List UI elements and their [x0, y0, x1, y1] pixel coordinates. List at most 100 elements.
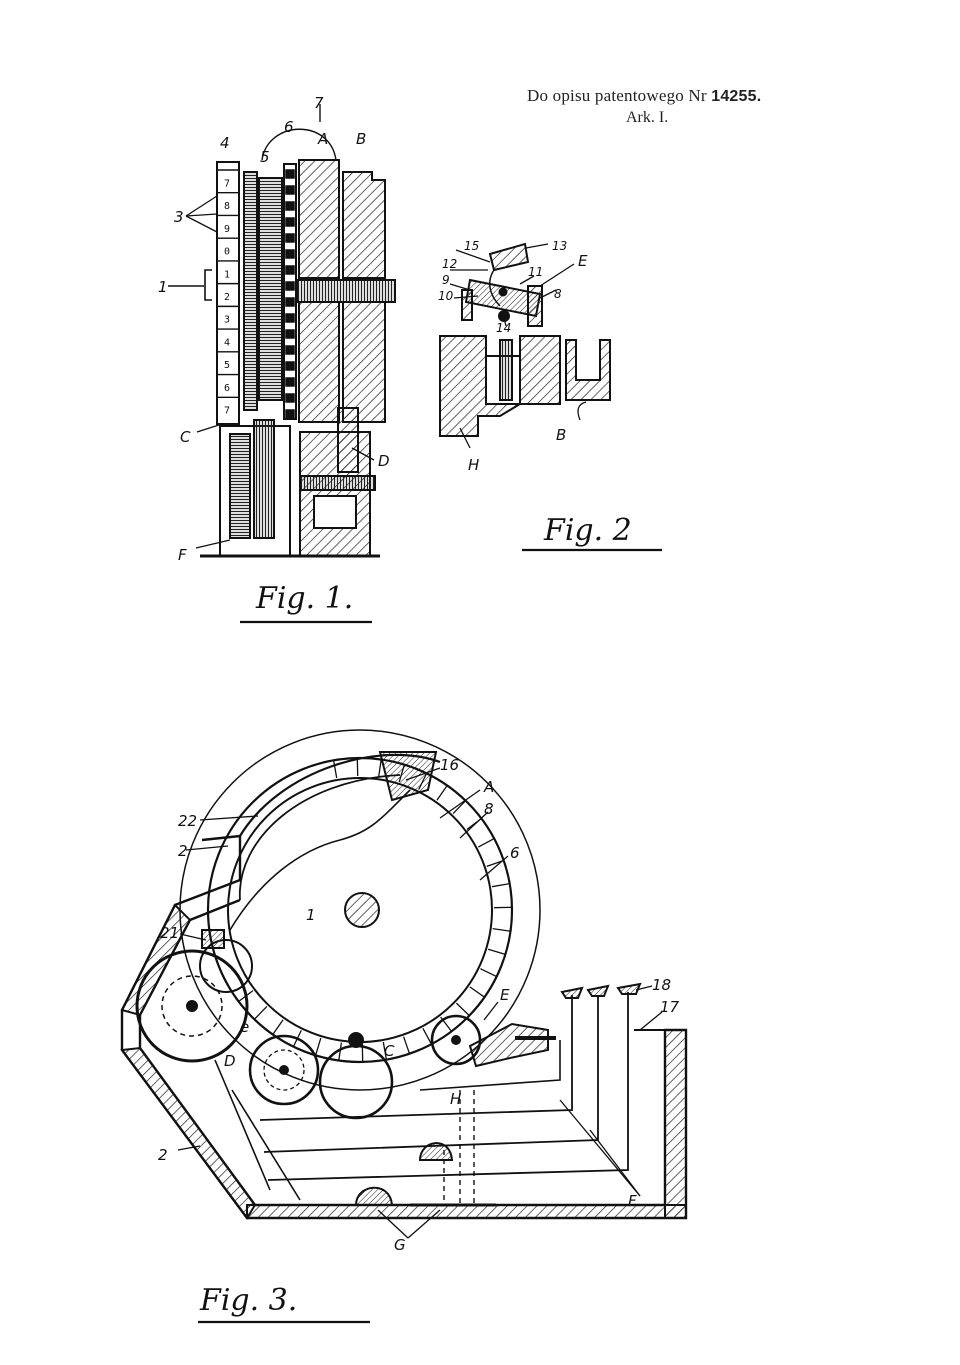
fig1-segment-mark [285, 249, 295, 259]
header-prefix: Do opisu patentowego Nr [527, 86, 712, 105]
fig1-segment-mark [285, 265, 295, 275]
fig3-label-f: F [628, 1192, 637, 1210]
fig3-label-e: E [500, 986, 510, 1004]
fig2-pivot-pin [498, 287, 508, 297]
fig3-drum-tooth [487, 948, 506, 956]
fig1-dial-digit: 3 [224, 315, 230, 326]
fig1-segment-mark [285, 313, 295, 323]
fig1-label-6: 6 [284, 118, 294, 136]
fig1-block-a-upper [298, 159, 340, 279]
fig2-pawl-top [488, 242, 530, 272]
fig1-segment-mark [285, 329, 295, 339]
fig3-drum-teeth [238, 757, 513, 1063]
fig3-key-1 [560, 986, 584, 999]
fig1-segment-mark [285, 169, 295, 179]
fig3-caption: Fig. 3. [199, 1283, 297, 1318]
header-sheet-number: Ark. I. [626, 109, 669, 126]
fig1-block-a-lower [298, 301, 340, 423]
fig3-key-2 [586, 984, 610, 997]
fig1-dial-digit: 7 [224, 406, 230, 417]
fig1-label-1: 1 [158, 278, 168, 296]
fig3-casing-left-wall [120, 1046, 257, 1220]
fig3-pawl-arm [468, 1022, 549, 1068]
fig3-drum-tooth [492, 927, 511, 932]
fig2-label-9: 9 [442, 273, 450, 287]
fig3-rod-1 [259, 995, 573, 1121]
fig2-label-b: B [556, 426, 566, 444]
fig3-bracket-g2 [354, 1186, 394, 1206]
fig1-segment-mark [285, 185, 295, 195]
fig2-label-e: E [578, 252, 588, 270]
fig3-left-wheel-pitch [161, 975, 223, 1037]
fig3-drum-tooth [338, 1042, 343, 1061]
fig3-drum-tooth [491, 882, 510, 888]
fig3-outer-ring [179, 729, 541, 1091]
fig3-label-h: H [450, 1090, 461, 1108]
fig1-segment-mark [285, 297, 295, 307]
fig1-segment-mark [285, 361, 295, 371]
fig3-drum-tooth [398, 764, 406, 783]
fig3-drum-tooth [332, 760, 338, 779]
fig3-drum-tooth [314, 1037, 322, 1056]
fig2-label-12: 12 [442, 257, 457, 271]
fig3-main-shaft [344, 892, 380, 928]
fig1-dial-digit: 9 [224, 224, 230, 235]
figure-2-labels: 15 12 9 10 11 13 8 14 E B H Fig. 2 [438, 239, 662, 552]
fig1-lower-pinion [253, 419, 275, 539]
fig1-lower-shaft [299, 475, 376, 491]
fig1-segment-mark [285, 233, 295, 243]
fig1-label-d: D [378, 452, 390, 470]
fig1-segment-mark [285, 281, 295, 291]
fig2-left-bracket [461, 289, 473, 321]
fig2-label-13: 13 [552, 239, 567, 253]
fig1-segment-mark [285, 201, 295, 211]
fig1-dial-digit: 1 [224, 269, 230, 280]
fig3-wheel-d [248, 1034, 320, 1106]
fig3-label-2-bottom: 2 [158, 1146, 168, 1164]
fig1-label-3: 3 [174, 208, 184, 226]
fig3-housing-arc-inner [239, 774, 401, 901]
fig3-label-1: 1 [306, 906, 316, 924]
fig3-label-e-small: e [240, 1018, 249, 1036]
fig1-dial-digit: 0 [224, 247, 230, 258]
fig3-bracket-21 [201, 929, 225, 949]
fig1-segment-mark [285, 345, 295, 355]
fig1-segment-marks [285, 169, 295, 419]
fig3-drum-tooth [377, 759, 382, 778]
fig1-label-5: 5 [260, 148, 270, 166]
fig1-segment-mark [285, 377, 295, 387]
fig3-drum-tooth [469, 986, 485, 998]
fig3-drum-tooth [480, 968, 497, 978]
fig3-roller-pin [348, 1032, 364, 1048]
fig1-caption: Fig. 1. [255, 581, 353, 616]
figure-3-side-view [120, 729, 688, 1239]
fig1-segment-mark [285, 393, 295, 403]
fig1-pawl [337, 407, 359, 473]
fig1-block-b-upper [342, 171, 386, 279]
fig3-label-c: C [384, 1042, 395, 1060]
fig1-dial-digit: 5 [224, 360, 230, 371]
fig3-left-wheel [135, 949, 249, 1063]
fig3-drum-tooth [477, 838, 495, 848]
fig3-rod-3 [267, 992, 629, 1181]
fig1-dial-digit: 7 [224, 178, 230, 189]
fig3-label-g: G [394, 1236, 406, 1254]
fig1-label-4: 4 [220, 134, 230, 152]
fig1-dial-column [216, 161, 240, 425]
fig3-bracket-g [418, 1142, 454, 1161]
fig1-dial-digit: 4 [224, 337, 230, 348]
fig3-drum-tooth [382, 1041, 388, 1060]
fig1-label-b: B [356, 130, 366, 148]
fig2-label-14: 14 [496, 321, 511, 335]
fig1-dial-digit: 6 [224, 383, 230, 394]
fig3-drum-tooth [253, 1005, 268, 1020]
fig1-label-a: A [317, 130, 328, 148]
fig1-label-7: 7 [314, 94, 324, 112]
fig3-label-8: 8 [484, 800, 494, 818]
fig1-lower-housing-right [299, 431, 371, 557]
fig3-label-d: D [224, 1052, 236, 1070]
fig3-drum-tooth [452, 800, 467, 815]
fig1-label-c: C [180, 428, 191, 446]
